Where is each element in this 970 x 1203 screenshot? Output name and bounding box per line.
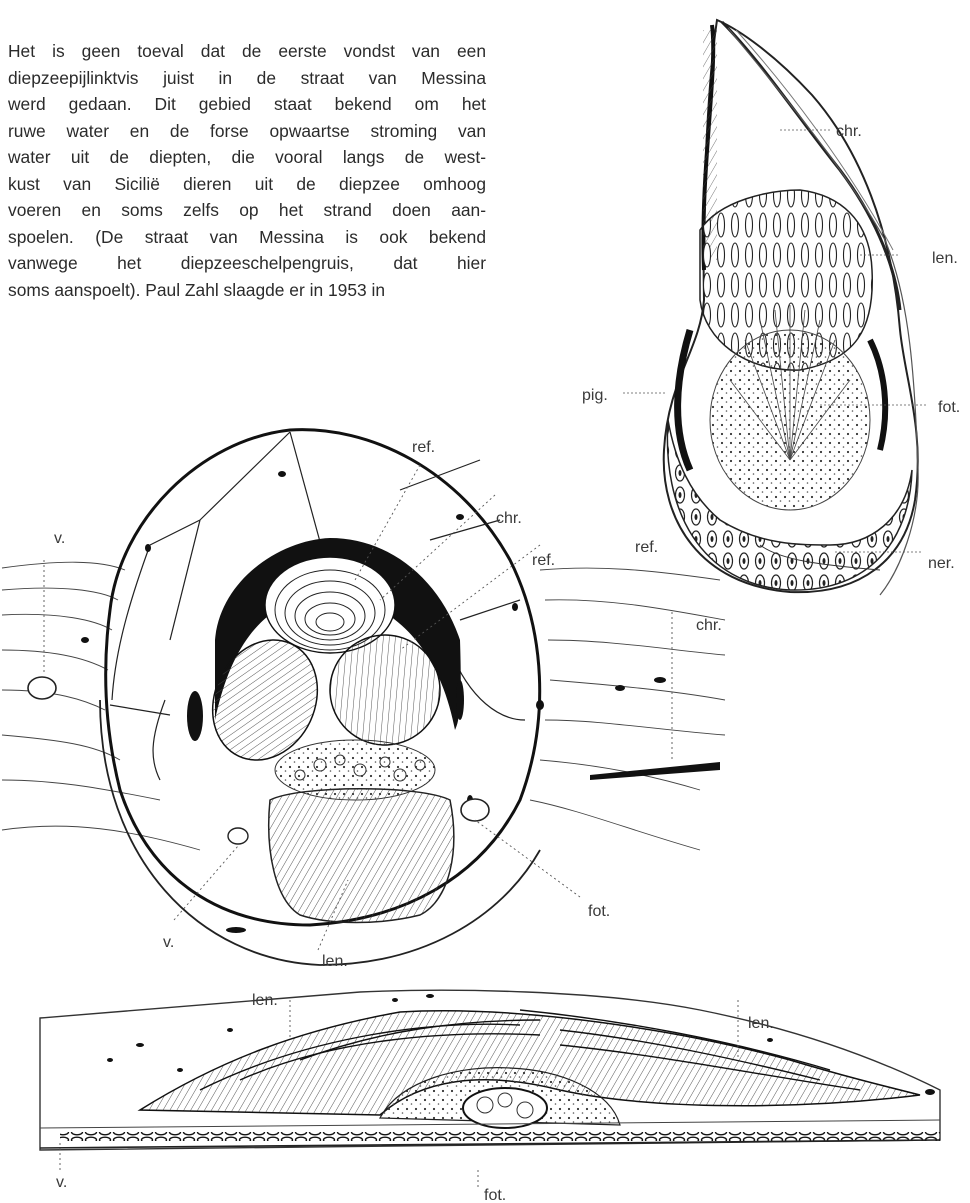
- photophore-figure-middle: [2, 430, 725, 965]
- blood-vessel: [461, 799, 489, 821]
- label-len-right: len.: [748, 1015, 774, 1032]
- label-ner: ner.: [928, 555, 955, 572]
- label-v-left: v.: [54, 530, 65, 547]
- label-v-bottom: v.: [163, 934, 174, 951]
- photophore-figure-bottom: [40, 990, 940, 1190]
- label-chr-top: chr.: [496, 510, 522, 527]
- label-len: len.: [322, 953, 348, 970]
- chromatophore-bar: [590, 762, 720, 780]
- pigment-layer: [870, 340, 885, 450]
- core-cluster: [463, 1088, 547, 1128]
- photophore-figure-top: [664, 20, 918, 595]
- label-fot: fot.: [938, 399, 960, 416]
- label-ref-right: ref.: [532, 552, 555, 569]
- basal-cell-chain: [60, 1132, 940, 1141]
- label-ref: ref.: [635, 539, 658, 556]
- label-ref-top: ref.: [412, 439, 435, 456]
- blood-vessel: [28, 677, 56, 699]
- label-pig: pig.: [582, 387, 608, 404]
- pigment-layer: [678, 330, 690, 470]
- label-fot: fot.: [588, 903, 610, 920]
- blood-vessel: [228, 828, 248, 844]
- label-chr-right: chr.: [696, 617, 722, 634]
- label-fot: fot.: [484, 1187, 506, 1203]
- label-v: v.: [56, 1174, 67, 1191]
- lower-lens: [269, 789, 454, 923]
- label-len: len.: [932, 250, 958, 267]
- label-chr: chr.: [836, 123, 862, 140]
- label-len-left: len.: [252, 992, 278, 1009]
